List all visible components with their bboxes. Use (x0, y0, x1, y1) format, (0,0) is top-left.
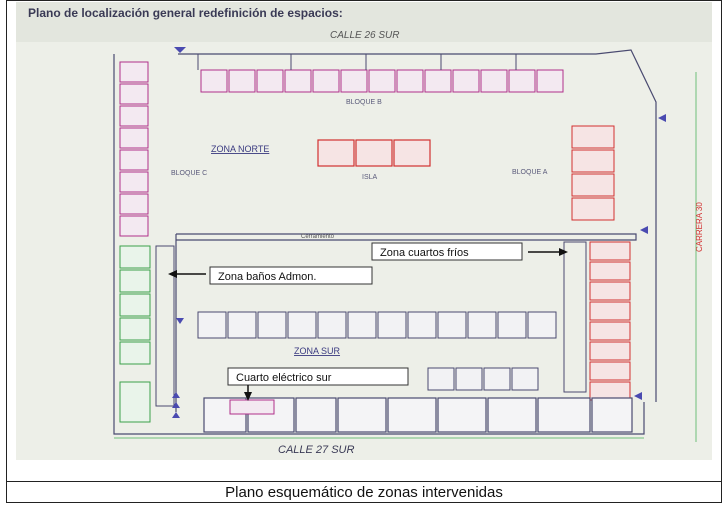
zone-north-label: ZONA NORTE (211, 144, 269, 154)
site-plan-photo: Plano de localización general redefinici… (16, 2, 712, 460)
admin-corridor (155, 245, 175, 407)
street-right-label: CARRERA 30 (695, 202, 704, 252)
street-top-label: CALLE 26 SUR (330, 30, 399, 41)
figure-caption: Plano esquemático de zonas intervenidas (225, 484, 503, 501)
block-b-shops (200, 69, 564, 93)
plan-title: Plano de localización general redefinici… (28, 6, 343, 20)
cold-rooms-callout: Zona cuartos fríos (371, 242, 568, 261)
block-a-label: BLOQUE A (512, 169, 548, 176)
south-zone-stalls (197, 311, 557, 339)
admin-bathrooms-callout: Zona baños Admon. (168, 266, 373, 285)
south-lower-stalls (427, 367, 539, 391)
blue-markers (172, 47, 666, 418)
block-c-shops (119, 61, 149, 237)
bottom-row-rooms (203, 397, 633, 433)
cold-rooms-label: Zona cuartos fríos (380, 247, 469, 259)
electrical-room-callout: Cuarto eléctrico sur (227, 367, 409, 401)
site-outline-left-bottom (113, 54, 645, 435)
block-a-shops (571, 125, 615, 221)
site-outline-top-right (178, 49, 657, 402)
street-bottom-label: CALLE 27 SUR (278, 444, 354, 456)
electrical-room-box (229, 399, 275, 415)
block-b-upper-walls (197, 54, 517, 70)
island-stalls (317, 139, 431, 167)
cold-room-corridor (563, 241, 587, 393)
admin-bathrooms-label: Zona baños Admon. (218, 271, 316, 283)
cold-room-cells (589, 241, 631, 401)
block-c-label: BLOQUE C (171, 170, 207, 177)
block-b-label: BLOQUE B (346, 99, 382, 106)
zone-south-label: ZONA SUR (294, 346, 341, 356)
fence-wall (176, 233, 637, 241)
electrical-room-label: Cuarto eléctrico sur (236, 372, 332, 384)
plan-top-band (16, 2, 712, 42)
left-lower-rooms (119, 245, 151, 423)
island-label: ISLA (362, 174, 378, 181)
fence-label: Cerramiento (301, 234, 335, 240)
caption-divider (6, 481, 722, 482)
